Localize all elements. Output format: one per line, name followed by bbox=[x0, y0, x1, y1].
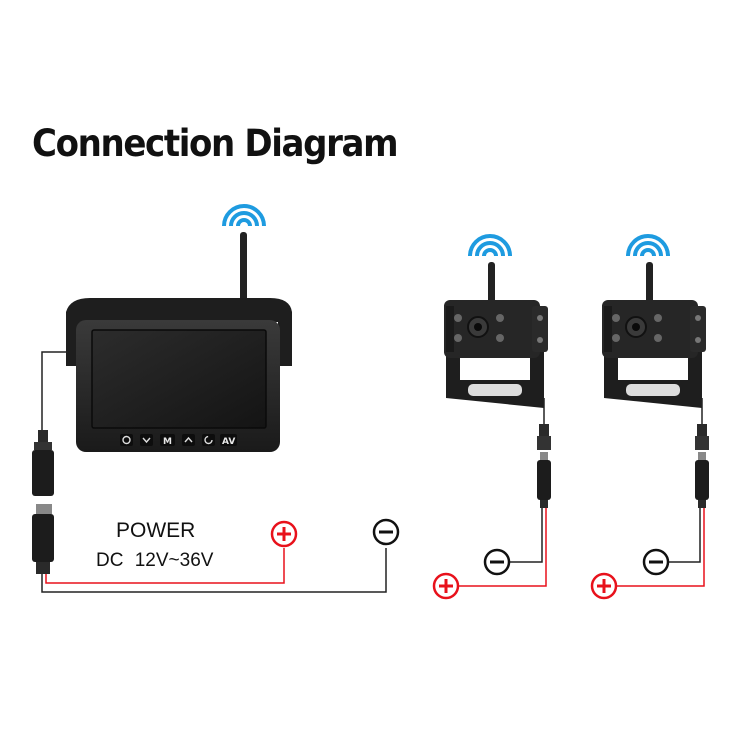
voltage-label: DC 12V~36V bbox=[96, 550, 214, 571]
camera-antenna bbox=[646, 262, 653, 312]
camera-1 bbox=[444, 262, 551, 587]
minus-icon bbox=[642, 548, 670, 576]
dc-connector-female bbox=[32, 450, 54, 496]
monitor-screen bbox=[91, 329, 267, 429]
camera-connector bbox=[537, 460, 551, 500]
minus-icon bbox=[372, 518, 400, 546]
chevron-down-icon bbox=[142, 437, 151, 444]
chevron-up-icon bbox=[184, 436, 193, 443]
camera-positive-wire bbox=[458, 508, 547, 587]
wireless-signal-icon-camera-2 bbox=[626, 234, 670, 257]
wireless-signal-icon-camera-1 bbox=[468, 234, 512, 257]
positive-wire bbox=[45, 548, 285, 584]
dc-connector-male bbox=[32, 514, 54, 562]
camera-negative-wire bbox=[668, 508, 701, 563]
camera-positive-wire bbox=[616, 508, 705, 587]
camera-negative-wire bbox=[508, 508, 543, 563]
camera-housing bbox=[602, 300, 698, 358]
monitor: M AV bbox=[66, 232, 292, 452]
plus-icon bbox=[270, 520, 298, 548]
dc-plug-tip bbox=[36, 504, 52, 514]
wireless-signal-icon-monitor bbox=[222, 204, 266, 227]
menu-button-label: M bbox=[163, 437, 172, 447]
monitor-antenna bbox=[240, 232, 247, 304]
monitor-power-cable bbox=[32, 351, 387, 593]
power-icon bbox=[122, 435, 131, 445]
negative-wire bbox=[41, 548, 387, 593]
plus-icon bbox=[432, 572, 460, 600]
page-title: Connection Diagram bbox=[32, 122, 399, 165]
monitor-sunshade bbox=[66, 298, 292, 366]
camera-antenna bbox=[488, 262, 495, 312]
power-label: POWER bbox=[116, 519, 196, 542]
monitor-buttons: M AV bbox=[120, 434, 237, 447]
minus-icon bbox=[483, 548, 511, 576]
plus-icon bbox=[590, 572, 618, 600]
camera-housing bbox=[444, 300, 540, 358]
av-button-label: AV bbox=[222, 437, 235, 447]
camera-connector bbox=[695, 460, 709, 500]
camera-2 bbox=[602, 262, 709, 587]
rotate-icon bbox=[204, 435, 213, 445]
